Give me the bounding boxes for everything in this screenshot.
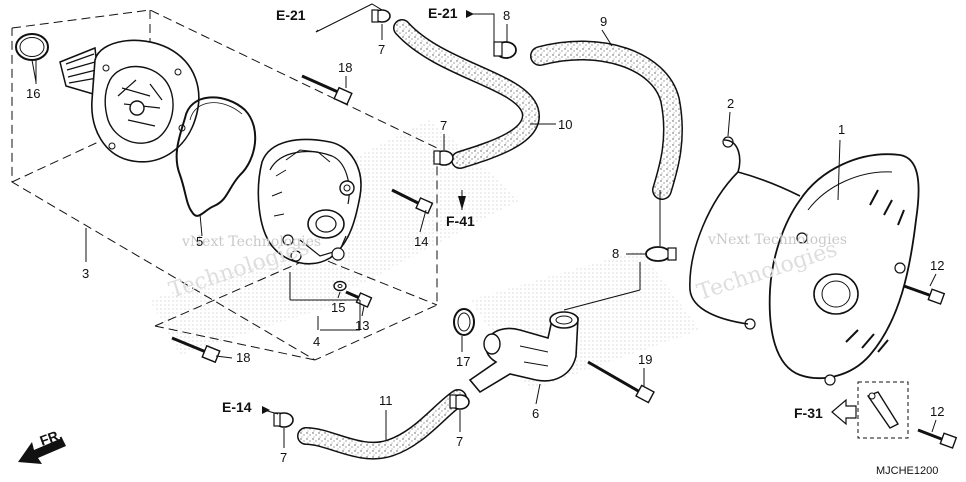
ref-e21-right: E-21 [428,5,458,21]
front-arrow-icon [18,438,66,464]
callout-12b: 12 [930,404,944,419]
bolt-part-12-lower [917,428,958,449]
ref-e21-left: E-21 [276,7,306,23]
callout-7c: 7 [456,434,463,449]
callout-8b: 8 [612,246,619,261]
pump-body [257,138,362,265]
callout-18b: 18 [236,350,250,365]
clamp-part-7-b [433,150,454,166]
ref-f31: F-31 [794,405,823,421]
clamp-part-7-c [449,394,470,410]
pipe-joint-part-6 [468,311,579,394]
callout-7a: 7 [378,42,385,57]
callout-6: 6 [532,406,539,421]
gasket-part-2 [689,136,801,330]
callout-9: 9 [600,14,607,29]
callout-8a: 8 [503,8,510,23]
drawing-code: MJCHE1200 [876,465,938,477]
bolt-part-19 [587,360,655,404]
callout-7b: 7 [440,118,447,133]
bolt-part-14 [391,188,434,215]
clamp-part-7-d [273,412,294,428]
callout-10: 10 [558,117,572,132]
cover-part-1 [768,153,920,386]
o-ring-part-16 [15,33,49,83]
callout-18a: 18 [338,60,352,75]
clamp-part-8-a [493,41,517,59]
watermark-right: vNext Technologies [707,232,847,248]
pump-housing [59,39,200,163]
callout-17: 17 [456,354,470,369]
callout-13: 13 [355,318,369,333]
f31-arrow-icon [831,398,857,426]
callout-16: 16 [26,86,40,101]
hose-part-9 [530,40,683,200]
watermark-left: vNext Technologies [181,234,321,250]
front-label: FR. [38,426,65,449]
reference-arrows [262,10,474,414]
ref-e14: E-14 [222,399,252,415]
hose-part-11 [297,389,467,460]
callout-7d: 7 [280,450,287,465]
callout-1: 1 [838,122,845,137]
bolt-part-18-upper [301,74,353,106]
callout-11: 11 [379,393,393,408]
callout-15: 15 [331,300,345,315]
clamp-part-8-b [645,246,677,262]
callout-19: 19 [638,352,652,367]
hose-part-10 [393,19,540,169]
callout-12a: 12 [930,258,944,273]
bolt-part-12-upper [903,284,946,305]
callout-4: 4 [313,334,320,349]
ref-f41: F-41 [446,213,475,229]
washer-part-15 [333,280,347,292]
callout-14: 14 [414,234,428,249]
o-ring-part-17 [453,308,475,336]
bolt-part-18-lower [171,336,221,364]
leader-lines [35,3,937,448]
callout-3: 3 [82,266,89,281]
clamp-part-7-a [371,9,391,23]
callout-2: 2 [727,96,734,111]
callout-5: 5 [196,234,203,249]
gasket-part-5 [175,96,257,217]
f31-detail-box [857,381,909,439]
